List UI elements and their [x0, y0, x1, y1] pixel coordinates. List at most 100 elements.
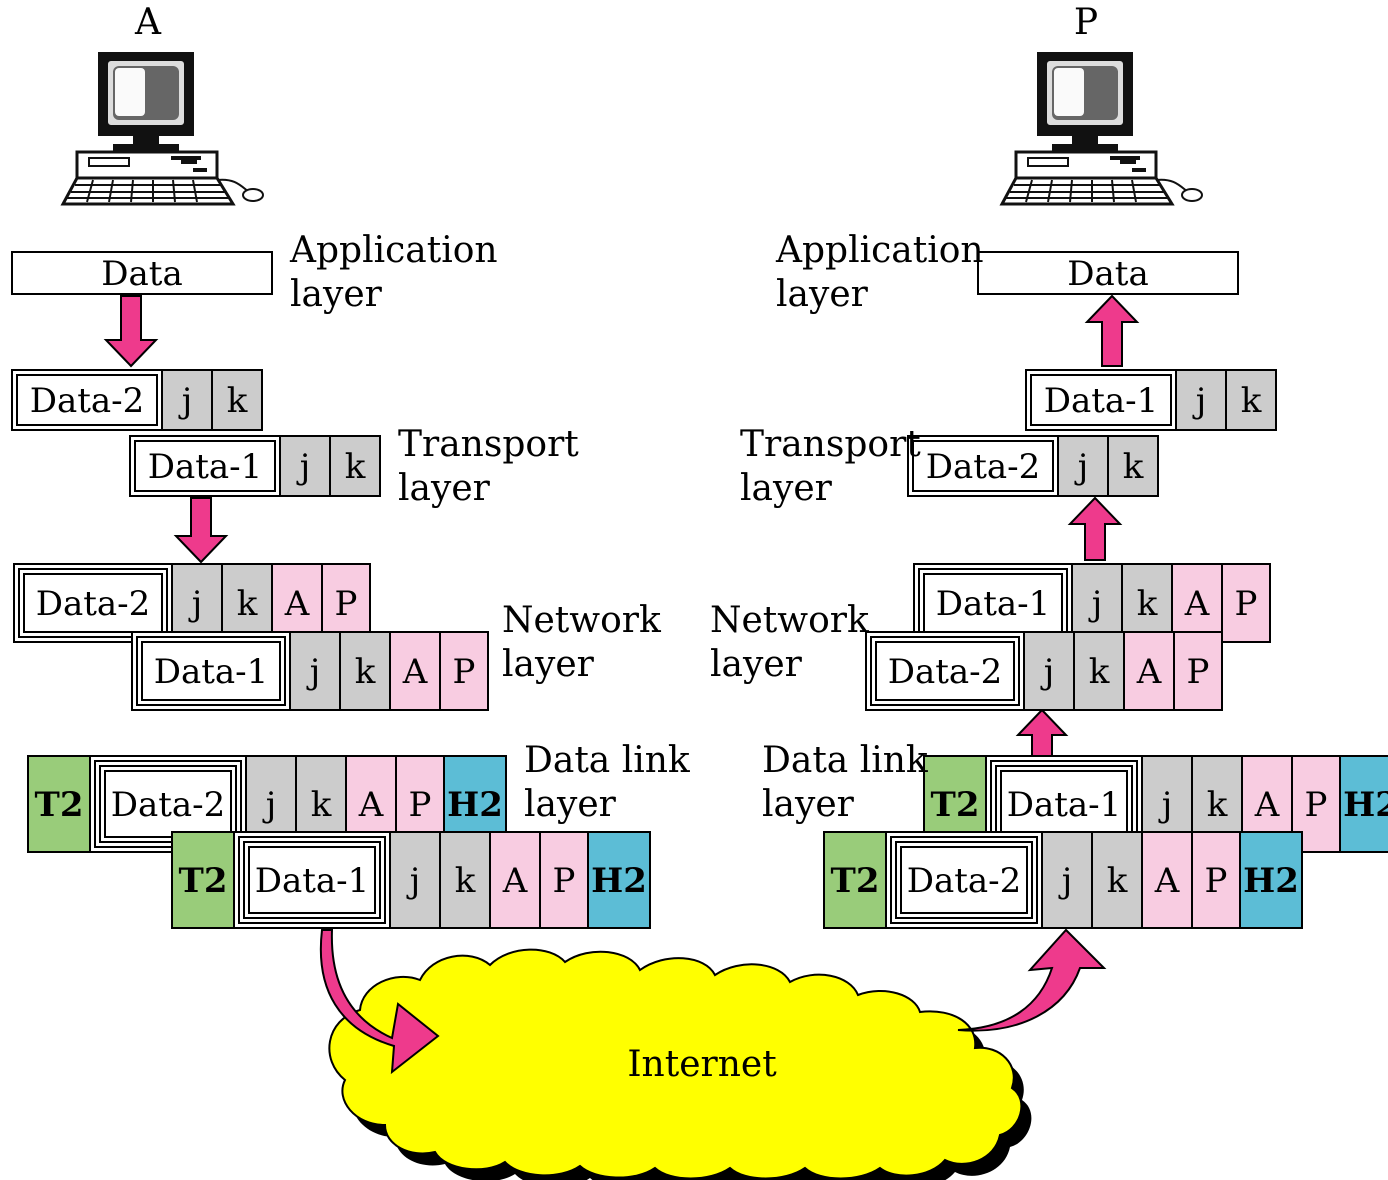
field-label: k — [355, 652, 376, 692]
payload-frame-inner — [912, 440, 1054, 492]
network-layer-label-left-2: layer — [502, 644, 595, 685]
host-p-label: P — [1074, 2, 1098, 43]
field-cell — [489, 831, 541, 929]
field-cell — [1071, 563, 1123, 643]
field-label: k — [237, 584, 258, 624]
trailer-label: T2 — [831, 861, 880, 901]
host-a-label: A — [134, 2, 162, 43]
field-cell — [1123, 631, 1175, 711]
payload-frame — [977, 251, 1239, 295]
trailer-label: T2 — [35, 785, 84, 825]
payload-label: Data-1 — [936, 584, 1051, 624]
field-label: P — [453, 652, 476, 692]
field-label: k — [1123, 447, 1144, 487]
datalink-layer-label-right: Data link — [762, 740, 929, 781]
field-label: j — [1192, 381, 1207, 421]
datalink-layer-label-left-2: layer — [524, 784, 617, 825]
app-data-right: Data — [977, 251, 1239, 295]
payload-label: Data — [101, 254, 182, 294]
field-label: A — [502, 861, 528, 901]
field-cell — [439, 831, 491, 929]
field-cell — [1073, 631, 1125, 711]
header-label: H2 — [1343, 785, 1388, 825]
payload-frame — [11, 251, 273, 295]
trailer-cell — [171, 831, 235, 929]
arrow-transport-to-app-right — [1084, 294, 1140, 367]
field-label: j — [1088, 584, 1103, 624]
payload-frame-inner — [136, 636, 286, 706]
trailer-label: T2 — [179, 861, 228, 901]
field-label: P — [409, 785, 432, 825]
datalink-layer-label-left: Data link — [524, 740, 691, 781]
app-layer-label-right-2: layer — [776, 274, 869, 315]
field-label: j — [1040, 652, 1055, 692]
datalink-layer-label-right-2: layer — [762, 784, 855, 825]
field-label: k — [311, 785, 332, 825]
field-label: A — [1254, 785, 1280, 825]
field-label: P — [1205, 861, 1228, 901]
header-label: H2 — [447, 785, 503, 825]
payload-label: Data-1 — [1044, 381, 1159, 421]
header-label: H2 — [1243, 861, 1299, 901]
payload-frame-inner — [23, 573, 163, 633]
field-label: P — [1235, 584, 1258, 624]
network-layer-label-left: Network — [502, 600, 662, 641]
arrow-to-internet — [319, 929, 440, 1075]
payload-label: Data-1 — [1007, 785, 1122, 825]
layer-labels-right: Application layer Transport layer Networ… — [710, 230, 984, 825]
arrow-network-to-datalink-right — [1015, 708, 1069, 758]
computer-p-icon — [999, 52, 1203, 206]
field-label: A — [1136, 652, 1162, 692]
field-cell — [1023, 631, 1075, 711]
payload-frame-inner — [1030, 374, 1172, 426]
field-label: k — [1107, 861, 1128, 901]
payload-frame-inner — [248, 846, 376, 914]
layer-labels-left: Application layer Transport layer Networ… — [289, 230, 691, 825]
transport-layer-label-left: Transport — [398, 424, 579, 465]
payload-label: Data-2 — [888, 652, 1003, 692]
payload-frame — [13, 563, 173, 643]
network-layer-label-right: Network — [710, 600, 870, 641]
payload-frame-inner — [134, 440, 276, 492]
field-label: k — [1137, 584, 1158, 624]
field-label: A — [1184, 584, 1210, 624]
field-cell — [1191, 831, 1241, 929]
trailer-cell — [27, 755, 91, 853]
payload-label: Data-2 — [111, 785, 226, 825]
payload-frame-inner — [238, 836, 386, 924]
field-label: j — [262, 785, 277, 825]
payload-frame-inner — [99, 765, 237, 843]
header-cell — [587, 831, 651, 929]
field-cell — [1141, 831, 1193, 929]
transport-layer-label-right-2: layer — [740, 468, 833, 509]
payload-frame-inner — [875, 641, 1015, 701]
payload-frame-inner — [104, 770, 232, 838]
field-cell — [1091, 831, 1143, 929]
field-label: j — [306, 652, 321, 692]
transport-layer-label-left-2: layer — [398, 468, 491, 509]
field-cell — [339, 631, 391, 711]
field-label: j — [1074, 447, 1089, 487]
field-label: P — [1305, 785, 1328, 825]
payload-frame-inner — [94, 760, 242, 848]
payload-frame — [1025, 369, 1177, 431]
field-label: j — [188, 584, 203, 624]
payload-label: Data-1 — [148, 447, 263, 487]
header-cell — [1239, 831, 1303, 929]
field-label: A — [402, 652, 428, 692]
field-cell — [271, 563, 323, 643]
payload-frame-inner — [870, 636, 1020, 706]
internet-label: Internet — [627, 1044, 777, 1085]
transport-layer-label-right: Transport — [740, 424, 921, 465]
field-cell — [221, 563, 273, 643]
field-label: j — [1058, 861, 1073, 901]
payload-label: Data-2 — [30, 381, 145, 421]
payload-label: Data-1 — [255, 861, 370, 901]
